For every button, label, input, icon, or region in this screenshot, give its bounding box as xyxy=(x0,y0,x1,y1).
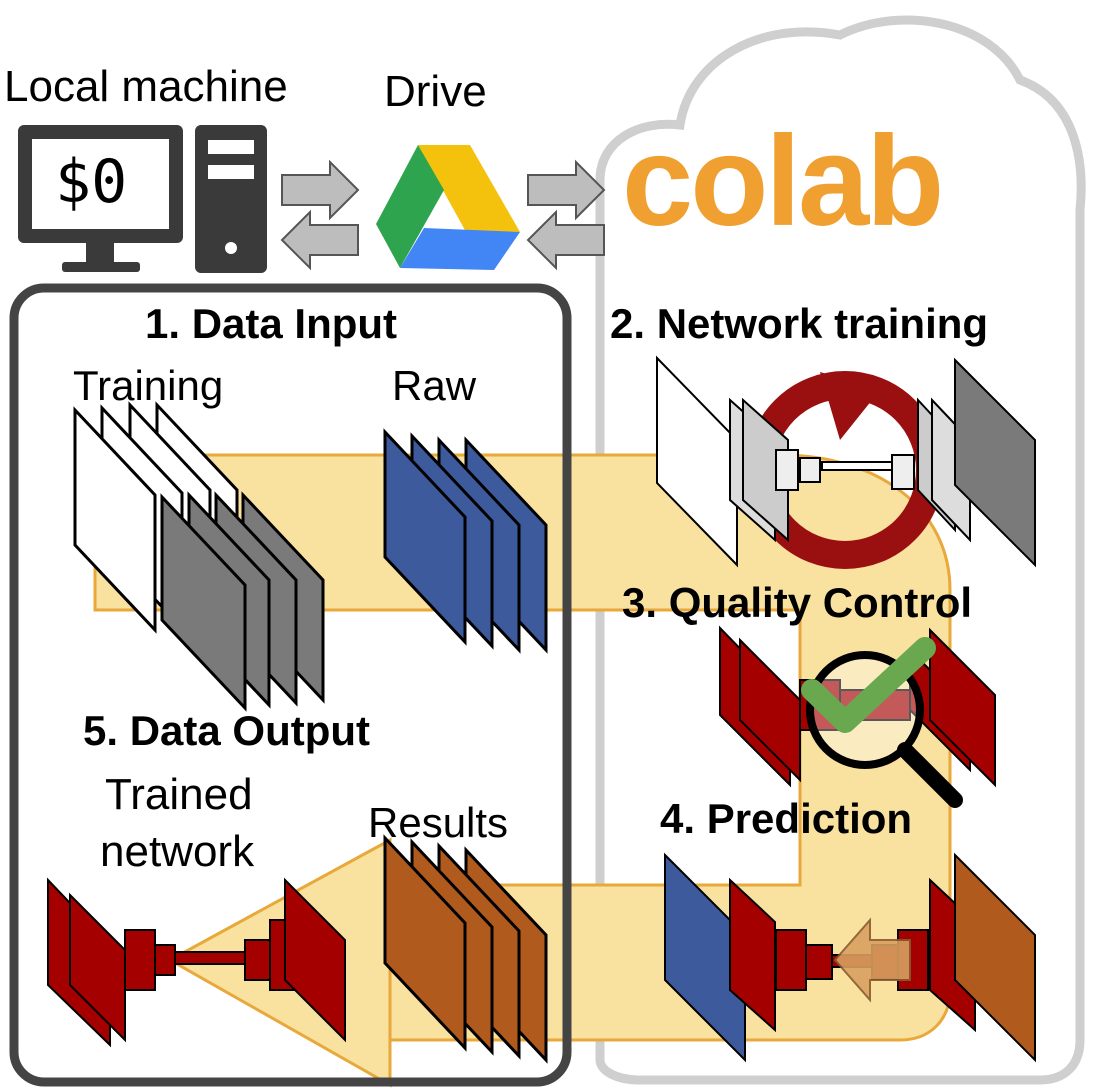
computer-tower-icon xyxy=(195,125,267,273)
raw-label: Raw xyxy=(392,362,477,409)
local-machine-label: Local machine xyxy=(4,62,288,111)
sync-arrows-icon xyxy=(526,159,606,271)
drive-label: Drive xyxy=(384,67,487,116)
monitor-icon xyxy=(18,125,183,272)
results-label: Results xyxy=(368,799,509,846)
network-in-training xyxy=(656,355,1036,568)
step-network-training: 2. Network training xyxy=(610,300,989,347)
step-prediction: 4. Prediction xyxy=(660,795,913,842)
training-label: Training xyxy=(73,362,224,409)
step-quality-control: 3. Quality Control xyxy=(622,579,973,626)
sync-arrows-icon xyxy=(280,159,360,271)
results-stack xyxy=(383,834,548,1064)
colab-logo: colab xyxy=(622,110,944,253)
check-icon xyxy=(801,637,936,733)
trained-network xyxy=(47,877,346,1048)
step-data-output: 5. Data Output xyxy=(83,707,371,754)
qc-network xyxy=(719,625,996,788)
training-images-stack xyxy=(73,401,325,712)
step-data-input: 1. Data Input xyxy=(145,300,398,347)
local-io-box xyxy=(9,283,572,1087)
cloud-outline xyxy=(595,15,1086,1085)
prediction-arrow-icon xyxy=(833,917,911,1003)
monitor-text: $0 xyxy=(55,147,128,217)
raw-images-stack xyxy=(383,428,548,654)
drive-logo-icon xyxy=(376,145,520,270)
trained-network-label-line1: Trained xyxy=(105,770,253,819)
trained-network-label-line2: network xyxy=(100,827,255,876)
